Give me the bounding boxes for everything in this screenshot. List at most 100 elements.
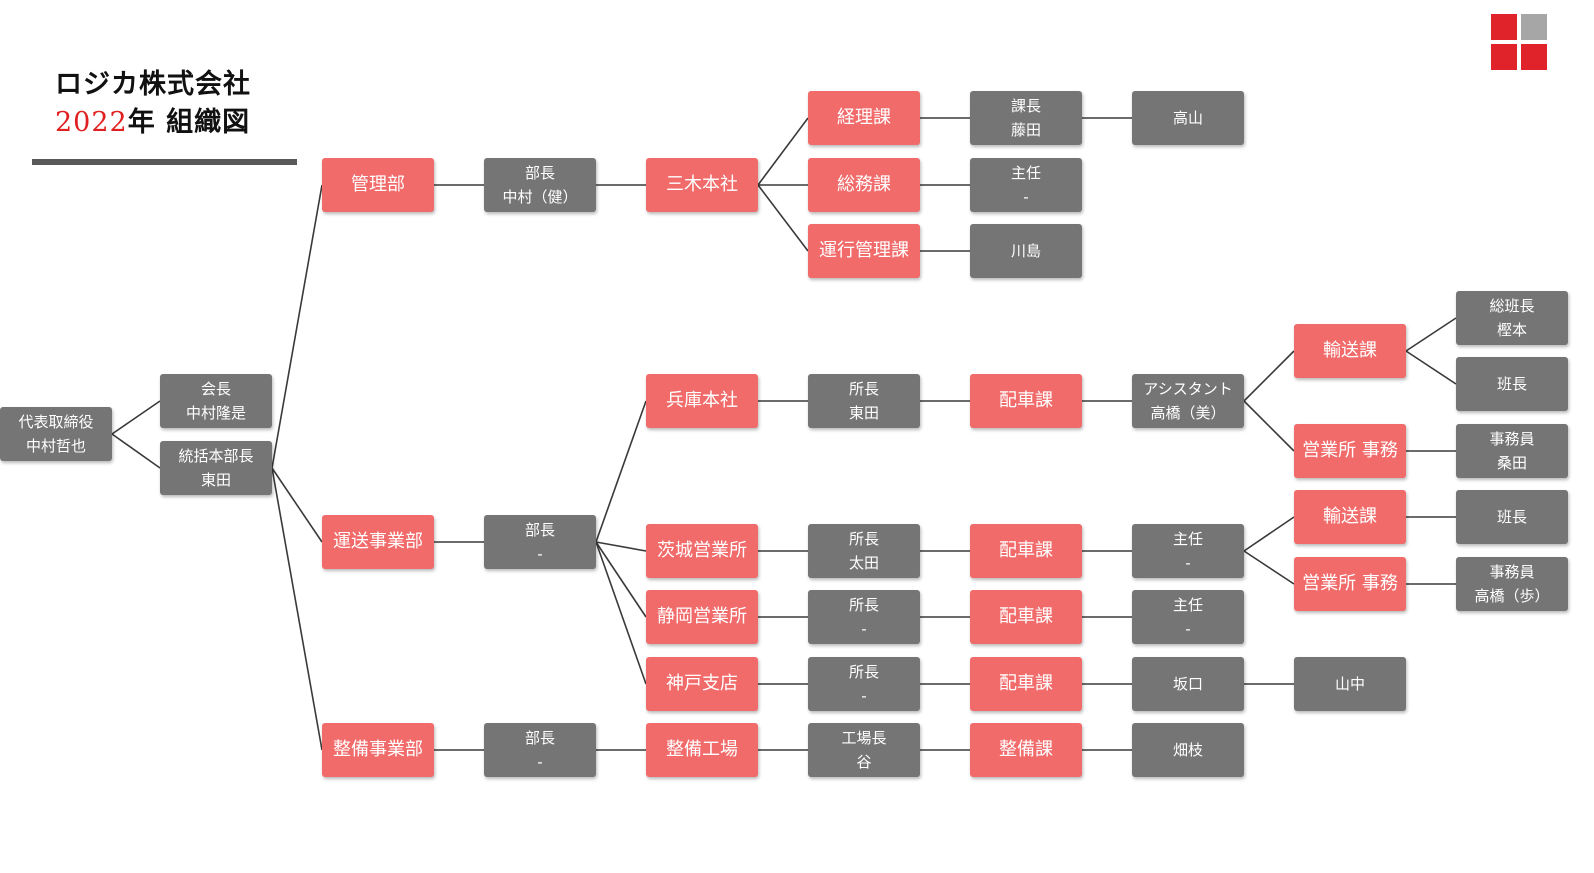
dept-box-seibika[interactable]: 整備課 [970,723,1082,777]
node-label: 部長 [524,164,555,182]
person-box-hyogo-head[interactable]: 所長東田 [808,374,920,428]
node-label: 高山 [1172,109,1203,127]
node-label: 運行管理課 [819,240,909,261]
person-box-takayama[interactable]: 高山 [1132,91,1244,145]
person-box-kojo-head[interactable]: 工場長谷 [808,723,920,777]
dept-box-hyogo-hs[interactable]: 配車課 [970,374,1082,428]
dept-box-hyogo[interactable]: 兵庫本社 [646,374,758,428]
connector-unso-head-to-shizuoka [595,541,647,618]
node-label: 坂口 [1172,675,1203,693]
node-label: 会長 [200,380,231,398]
person-box-unso-head[interactable]: 部長- [484,515,596,569]
person-box-jimu1[interactable]: 事務員桑田 [1456,424,1568,478]
node-label: 営業所 事務 [1302,440,1398,461]
node-label: 管理部 [351,174,405,195]
dept-box-ibaraki-hs[interactable]: 配車課 [970,524,1082,578]
dept-box-yuso1[interactable]: 輸送課 [1294,324,1406,378]
node-label: 整備工場 [666,739,738,760]
dept-box-kobe-hs[interactable]: 配車課 [970,657,1082,711]
node-label: 兵庫本社 [666,390,738,411]
company-name: ロジカ株式会社 [55,69,251,100]
node-sublabel: 中村（健） [502,188,578,206]
dept-box-eigyo2[interactable]: 営業所 事務 [1294,557,1406,611]
node-label: 所長 [848,380,879,398]
person-box-shizuoka-head[interactable]: 所長- [808,590,920,644]
person-box-hancho2[interactable]: 班長 [1456,490,1568,544]
node-label: 茨城営業所 [657,540,747,561]
person-box-sohancho[interactable]: 総班長樫本 [1456,291,1568,345]
person-box-keiri-head[interactable]: 課長藤田 [970,91,1082,145]
person-box-jimu2[interactable]: 事務員高橋（歩） [1456,557,1568,611]
dept-box-kobe[interactable]: 神戸支店 [646,657,758,711]
person-box-hatae[interactable]: 畑枝 [1132,723,1244,777]
dept-box-keiri[interactable]: 経理課 [808,91,920,145]
person-box-kawashima[interactable]: 川島 [970,224,1082,278]
connector-unso-head-to-ibaraki [595,541,647,552]
node-label: 運送事業部 [333,531,423,552]
dept-box-somu[interactable]: 総務課 [808,158,920,212]
person-box-sakaguchi[interactable]: 坂口 [1132,657,1244,711]
node-label: 所長 [848,530,879,548]
node-label: 営業所 事務 [1302,573,1398,594]
person-box-ceo[interactable]: 代表取締役中村哲也 [0,407,112,461]
node-sublabel: 東田 [848,404,879,422]
node-label: 整備事業部 [333,739,423,760]
connector-assistant-to-yuso1 [1243,350,1295,402]
person-box-shizuoka-shunin[interactable]: 主任- [1132,590,1244,644]
node-sublabel: 樫本 [1496,321,1527,339]
dept-box-unso[interactable]: 運送事業部 [322,515,434,569]
dept-box-yuso2[interactable]: 輸送課 [1294,490,1406,544]
dept-box-eigyo1[interactable]: 営業所 事務 [1294,424,1406,478]
node-sublabel: - [861,620,867,638]
person-box-seibi-head[interactable]: 部長- [484,723,596,777]
dept-box-kojo[interactable]: 整備工場 [646,723,758,777]
node-sublabel: 中村哲也 [25,437,86,455]
node-label: 所長 [848,663,879,681]
node-label: 配車課 [999,606,1053,627]
dept-box-unko[interactable]: 運行管理課 [808,224,920,278]
person-box-assistant[interactable]: アシスタント高橋（美） [1132,374,1244,428]
node-sublabel: - [537,545,543,563]
person-box-ibaraki-head[interactable]: 所長太田 [808,524,920,578]
node-label: 配車課 [999,390,1053,411]
dept-box-shizuoka-hs[interactable]: 配車課 [970,590,1082,644]
node-label: 配車課 [999,673,1053,694]
connector-miki-to-unko [757,184,809,252]
logo-square-bottom-left [1491,44,1517,70]
connector-gm-to-seibi [271,467,323,751]
node-label: 主任 [1172,596,1203,614]
person-box-somu-head[interactable]: 主任- [970,158,1082,212]
dept-box-ibaraki[interactable]: 茨城営業所 [646,524,758,578]
connector-yuso1-to-hancho1 [1405,350,1457,385]
title-year: 2022 [55,107,128,138]
node-sublabel: 桑田 [1496,454,1527,472]
person-box-ibaraki-shunin[interactable]: 主任- [1132,524,1244,578]
node-sublabel: 中村隆是 [185,404,246,422]
person-box-yamanaka[interactable]: 山中 [1294,657,1406,711]
node-label: 部長 [524,729,555,747]
node-sublabel: - [861,687,867,705]
node-sublabel: 藤田 [1010,121,1041,139]
node-label: アシスタント [1143,380,1233,398]
node-label: 畑枝 [1172,741,1203,759]
node-label: 経理課 [837,107,891,128]
node-label: 山中 [1334,675,1365,693]
node-label: 輸送課 [1323,340,1377,361]
dept-box-shizuoka[interactable]: 静岡営業所 [646,590,758,644]
dept-box-seibi[interactable]: 整備事業部 [322,723,434,777]
node-label: 主任 [1010,164,1041,182]
person-box-chairman[interactable]: 会長中村隆是 [160,374,272,428]
dept-box-miki[interactable]: 三木本社 [646,158,758,212]
node-label: 主任 [1172,530,1203,548]
person-box-kanri-head[interactable]: 部長中村（健） [484,158,596,212]
person-box-gm[interactable]: 統括本部長東田 [160,441,272,495]
node-label: 川島 [1010,242,1041,260]
person-box-hancho1[interactable]: 班長 [1456,357,1568,411]
dept-box-kanri[interactable]: 管理部 [322,158,434,212]
node-sublabel: 谷 [856,753,872,771]
node-sublabel: 東田 [200,471,231,489]
person-box-kobe-head[interactable]: 所長 - [808,657,920,711]
connector-ceo-to-gm [111,433,161,469]
